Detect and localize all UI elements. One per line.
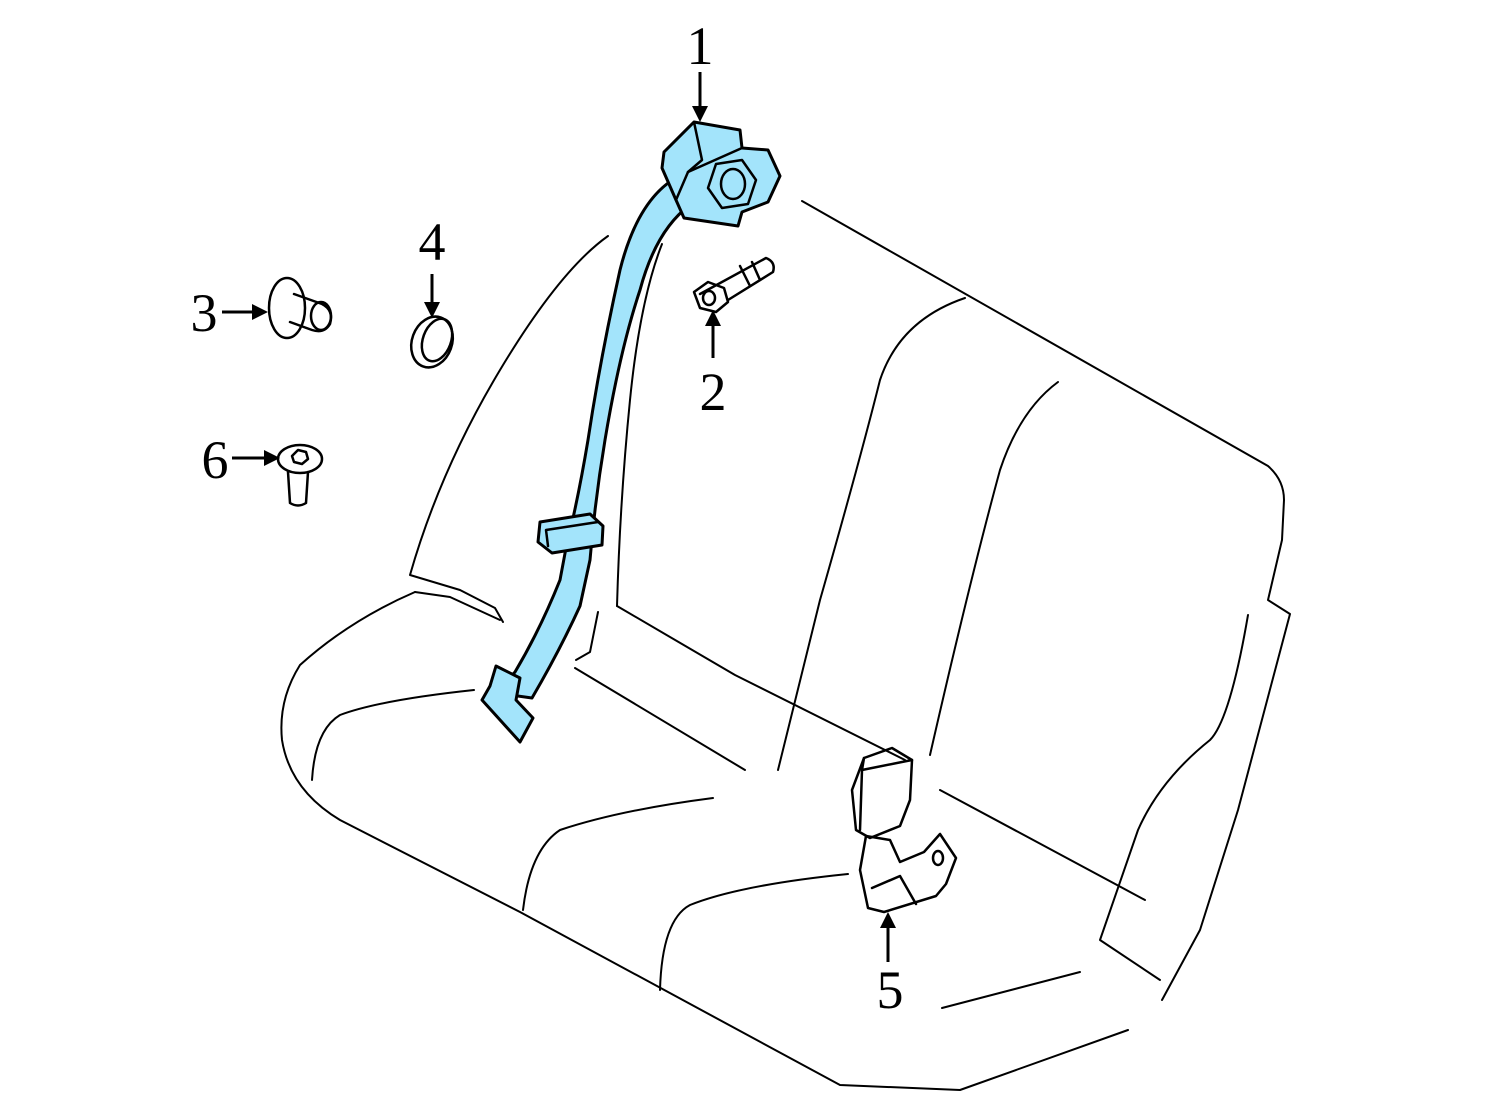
callout-6-label: 6 bbox=[202, 430, 229, 490]
callout-3-label: 3 bbox=[191, 283, 218, 343]
cover-cap bbox=[409, 315, 455, 369]
callout-4-label: 4 bbox=[419, 212, 446, 272]
rear-seat-outline bbox=[280, 200, 1291, 1091]
callout-1-label: 1 bbox=[687, 16, 714, 76]
belt-lower-anchor bbox=[480, 664, 535, 744]
callout-5-label: 5 bbox=[877, 960, 904, 1020]
callout-labels: 1 2 3 4 5 6 bbox=[191, 16, 904, 1020]
retractor-housing bbox=[660, 120, 782, 228]
seat-belt-buckle bbox=[850, 746, 958, 914]
seat-belt-retractor-assembly bbox=[480, 120, 782, 744]
callout-2-label: 2 bbox=[700, 362, 727, 422]
callout-arrows bbox=[222, 72, 896, 962]
anchor-bolt bbox=[692, 256, 775, 314]
seat-belt-webbing bbox=[494, 170, 692, 700]
screw bbox=[276, 443, 324, 507]
trim-clip bbox=[267, 276, 333, 340]
